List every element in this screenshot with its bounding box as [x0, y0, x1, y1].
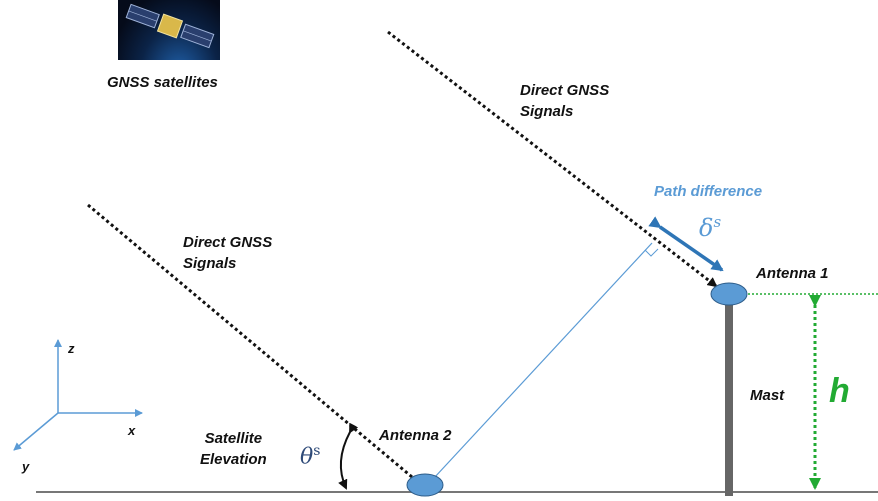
- satellite-image: [118, 0, 220, 60]
- path-difference-label: Path difference: [654, 183, 763, 200]
- antenna-1: [710, 282, 748, 306]
- axis-x-label: x: [128, 423, 136, 438]
- direct-signals-left-line2: Signals: [183, 255, 237, 272]
- gnss-satellites-label: GNSS satellites: [107, 74, 218, 91]
- antenna-2: [406, 473, 444, 497]
- direct-signals-left-line1: Direct GNSS: [183, 234, 273, 251]
- satellite-elevation-label: Satellite Elevation: [200, 428, 267, 470]
- axis-y-line: [13, 412, 59, 451]
- baseline-line: [433, 242, 653, 479]
- direct-signal-left: [87, 203, 413, 479]
- direct-signals-left-label: Direct GNSS Signals: [183, 232, 272, 274]
- direct-signal-right: [387, 30, 718, 288]
- antenna-1-label: Antenna 1: [756, 265, 829, 282]
- theta-symbol: θs: [300, 438, 320, 470]
- height-label: h: [829, 372, 850, 410]
- delta-symbol: δs: [699, 208, 721, 242]
- satellite-elevation-line2: Elevation: [200, 451, 267, 468]
- coordinate-axes: [13, 339, 143, 451]
- mast: [725, 300, 733, 496]
- theta-letter: θ: [300, 444, 314, 470]
- axis-y-label: y: [22, 459, 30, 474]
- delta-superscript: s: [713, 213, 722, 231]
- path-difference-arrow: [648, 216, 724, 272]
- satellite-elevation-line1: Satellite: [204, 430, 263, 447]
- antenna-2-label: Antenna 2: [379, 427, 452, 444]
- delta-letter: δ: [699, 214, 714, 242]
- theta-superscript: s: [313, 443, 321, 459]
- elevation-arc: [338, 422, 359, 490]
- axis-z-label: z: [68, 341, 75, 356]
- direct-signals-right-line2: Signals: [520, 103, 574, 120]
- right-angle-marker: [644, 248, 659, 257]
- direct-signals-right-label: Direct GNSS Signals: [520, 80, 609, 122]
- direct-signals-right-line1: Direct GNSS: [520, 82, 610, 99]
- mast-label: Mast: [750, 387, 785, 404]
